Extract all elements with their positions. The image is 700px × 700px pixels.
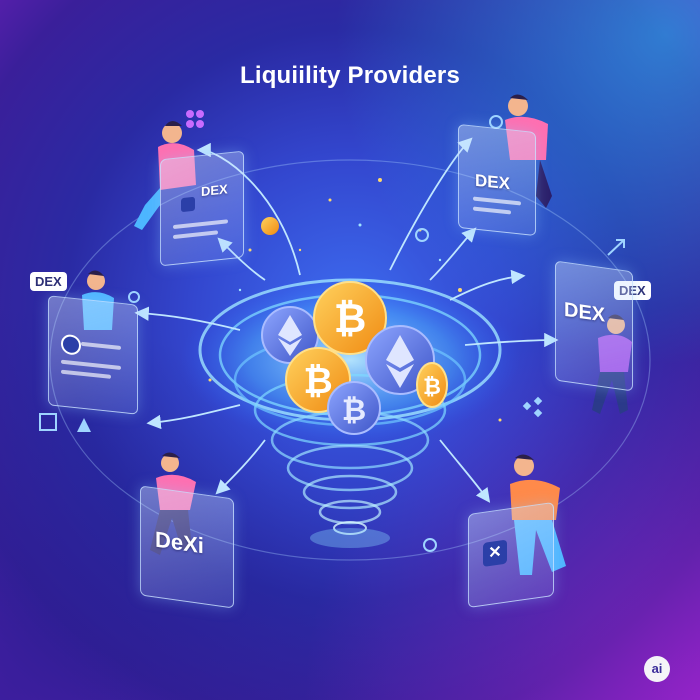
flower-decoration <box>186 110 204 128</box>
dex-panel-top-right: DEX <box>458 123 536 237</box>
dex-panel-mid-left <box>48 295 138 415</box>
small-coin <box>261 217 279 235</box>
svg-text:₿: ₿ <box>423 374 441 399</box>
dexi-panel-label: DeXi <box>155 526 204 559</box>
cursor-icon <box>77 418 91 432</box>
bitcoin-coin-icon: ₿ <box>416 362 448 408</box>
dex-panel-label: DEX <box>564 298 606 327</box>
page-title: Liquiility Providers <box>239 62 461 89</box>
panel-line <box>61 369 111 379</box>
panel-line <box>173 219 228 230</box>
person-illustration <box>134 121 196 230</box>
svg-text:₿: ₿ <box>342 394 366 427</box>
person-illustration <box>592 314 632 414</box>
dexi-panel-bottom-left: DeXi <box>140 485 234 609</box>
panel-line <box>81 341 121 350</box>
arrow-icon <box>607 239 625 256</box>
sparkles-blue <box>238 223 442 292</box>
refresh-icon <box>415 228 429 242</box>
exchange-panel-bottom-right: ✕ <box>468 501 554 609</box>
ai-logo: ai <box>644 656 670 682</box>
svg-text:₿: ₿ <box>334 297 367 341</box>
person-illustration <box>82 270 114 330</box>
logo-icon <box>181 196 195 213</box>
dex-panel-mid-right: DEX <box>555 260 633 392</box>
bitcoin-coin-icon: ₿ <box>327 381 381 435</box>
panel-line <box>473 206 511 215</box>
sparkles <box>208 178 502 422</box>
dex-panel-label: DEX <box>475 170 510 194</box>
panel-line <box>173 230 218 240</box>
refresh-icon <box>423 538 437 552</box>
dex-panel-label: DEX <box>201 181 228 200</box>
person-illustration <box>505 94 552 208</box>
diamond-decoration <box>522 396 543 418</box>
person-illustration <box>510 454 566 575</box>
gear-icon <box>128 291 140 303</box>
exchange-x-icon: ✕ <box>483 539 507 567</box>
dex-tag-mid-left: DEX <box>30 272 67 291</box>
orbit-ring <box>49 159 651 561</box>
panel-line <box>473 196 521 206</box>
user-icon <box>61 333 81 356</box>
bitcoin-coin-icon: ₿ <box>313 281 387 355</box>
dex-tag-mid-right: DEX <box>614 281 651 300</box>
square-decoration <box>39 413 57 431</box>
flow-arrows <box>134 137 559 503</box>
person-illustration <box>150 452 196 555</box>
svg-text:₿: ₿ <box>303 360 332 401</box>
panel-line <box>61 359 121 370</box>
refresh-icon <box>489 115 503 129</box>
dex-panel-top-left: DEX <box>160 150 244 267</box>
